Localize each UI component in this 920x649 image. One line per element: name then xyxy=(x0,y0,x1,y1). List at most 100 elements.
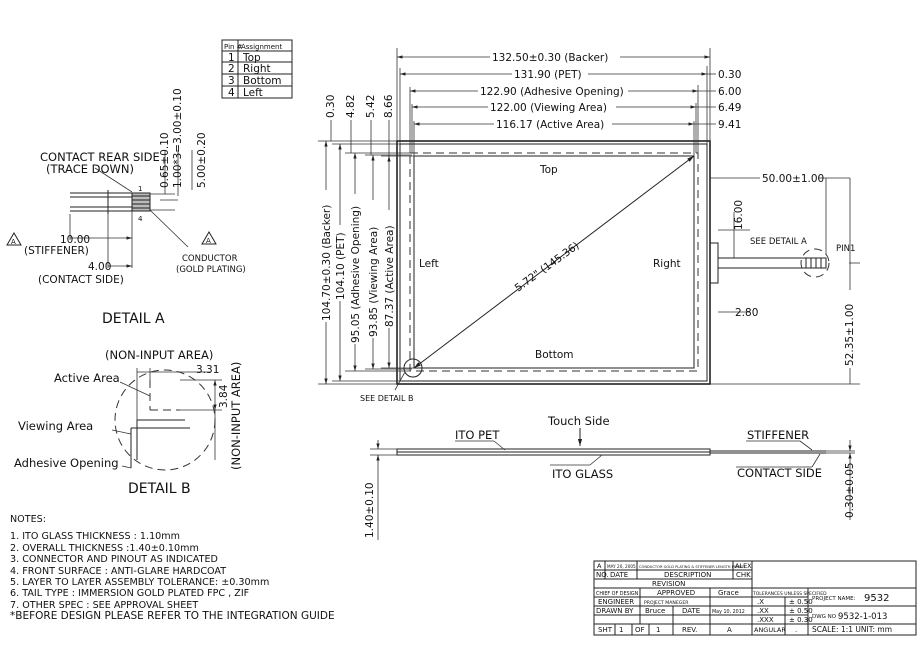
flag-a: A xyxy=(206,237,211,245)
adhesive-opening-label: Adhesive Opening xyxy=(14,456,119,470)
gold-plating-label: (GOLD PLATING) xyxy=(176,265,246,275)
note-item: 3. CONNECTOR AND PINOUT AS INDICATED xyxy=(10,554,218,566)
tail-offset: 2.80 xyxy=(735,307,758,319)
detail-a-dim: 1.00*3=3.00±0.10 xyxy=(172,88,184,188)
pin-table-cell: Top xyxy=(242,52,261,64)
project-manager-label: PROJECT MANEGER xyxy=(644,600,689,606)
contact-side-label: (CONTACT SIDE) xyxy=(38,274,124,286)
dim-adhesive-height: 95.05 (Adhesive Opening) xyxy=(350,206,362,343)
tail-position: 52.35±1.00 xyxy=(844,304,856,366)
dwg-no-label: DWG NO : xyxy=(812,614,840,620)
pin-table-cell: 4 xyxy=(228,87,235,99)
tol-key: .XX xyxy=(757,607,769,615)
pin-table-cell: Right xyxy=(243,63,271,75)
angular-label: ANGULAR xyxy=(754,626,786,634)
note-item: *BEFORE DESIGN PLEASE REFER TO THE INTEG… xyxy=(10,610,335,623)
stiffener-side-label: STIFFENER xyxy=(747,428,809,442)
offset-top: 4.82 xyxy=(345,95,357,118)
note-item: 2. OVERALL THICKNESS :1.40±0.10mm xyxy=(10,542,199,554)
offset-right: 6.00 xyxy=(718,86,741,98)
dim-active-height: 87.37 (Active Area) xyxy=(384,225,396,327)
viewing-area-label: Viewing Area xyxy=(18,419,93,433)
pin-table: Pin # Assignment 1 Top 2 Right 3 Bottom … xyxy=(221,39,293,99)
conductor-label: CONDUCTOR xyxy=(182,254,238,264)
dim-active-width: 116.17 (Active Area) xyxy=(496,119,604,131)
dim-pet-height: 104.10 (PET) xyxy=(335,232,347,300)
contact-dim: 4.00 xyxy=(88,261,111,273)
drawer-name: Bruce xyxy=(645,607,665,615)
pin-table-cell: 1 xyxy=(228,52,235,64)
detail-b-dim: 3.31 xyxy=(196,364,219,376)
detail-b-drawing xyxy=(111,368,222,471)
pin1-label: PIN1 xyxy=(836,244,855,254)
tail-length: 50.00±1.00 xyxy=(762,173,824,185)
sht-label: SHT xyxy=(598,626,613,634)
rev-value: A xyxy=(727,626,732,634)
tol-value: ± 0.50 xyxy=(789,607,813,615)
tol-value: ± 0.30 xyxy=(789,616,813,624)
of-number: 1 xyxy=(656,626,660,634)
rev-label: REV. xyxy=(682,626,697,634)
detail-a-drawing xyxy=(6,150,217,268)
detail-a-pin4: 4 xyxy=(138,215,143,223)
pin-table-cell: 2 xyxy=(228,63,235,75)
note-item: 7. OTHER SPEC : SEE APPROVAL SHEET xyxy=(10,599,199,611)
thickness-dim: 1.40±0.10 xyxy=(364,482,376,538)
non-input-area-label: (NON-INPUT AREA) xyxy=(105,348,213,362)
col-no: NO. xyxy=(596,571,609,579)
note-item: 1. ITO GLASS THICKNESS : 1.10mm xyxy=(10,531,180,543)
see-detail-b-label: SEE DETAIL B xyxy=(360,394,414,403)
dim-viewing-width: 122.00 (Viewing Area) xyxy=(490,102,607,114)
sht-number: 1 xyxy=(619,626,623,634)
pin-table-header-assignment: Assignment xyxy=(241,43,282,51)
contact-rear-label: CONTACT REAR SIDE xyxy=(40,150,160,164)
side-view-drawing xyxy=(370,428,855,540)
edge-label-right: Right xyxy=(653,258,681,270)
tolerances-label: TOLERANCES UNLESS SPECIFIED xyxy=(752,591,827,597)
stiffener-label: (STIFFENER) xyxy=(24,245,89,257)
pin-table-cell: Bottom xyxy=(243,75,282,87)
note-item: 4. FRONT SURFACE : ANTI-GLARE HARDCOAT xyxy=(10,565,227,577)
rev-by: ALEX xyxy=(735,562,752,570)
flag-a: A xyxy=(11,238,16,246)
tol-key: .XXX xyxy=(757,616,774,624)
pin-table-cell: 3 xyxy=(228,75,235,87)
diagonal-label: 5.72" (145.36) xyxy=(513,240,582,295)
col-date: DATE xyxy=(610,571,628,579)
project-name: 9532 xyxy=(864,593,889,604)
detail-a-dim: 5.00±0.20 xyxy=(196,132,208,188)
dwg-no: 9532-1-013 xyxy=(838,612,887,622)
pin-table-cell: Left xyxy=(243,87,263,99)
approver-name: Grace xyxy=(718,589,739,597)
note-item: 6. TAIL TYPE : IMMERSION GOLD PLATED FPC… xyxy=(10,588,250,600)
see-detail-a-label: SEE DETAIL A xyxy=(750,237,807,247)
detail-a-title: DETAIL A xyxy=(102,311,165,327)
tail-width: 16.00 xyxy=(733,200,745,230)
dim-adhesive-width: 122.90 (Adhesive Opening) xyxy=(480,86,624,98)
tol-key: .X xyxy=(757,598,764,606)
drawn-by-label: DRAWN BY xyxy=(596,607,634,615)
non-input-area-vertical: (NON-INPUT AREA) xyxy=(229,362,243,470)
date2-label: DATE xyxy=(682,607,700,615)
project-name-label: PROJECT NAME: xyxy=(812,596,856,602)
dim-backer-width: 132.50±0.30 (Backer) xyxy=(492,52,608,64)
ito-glass-label: ITO GLASS xyxy=(552,467,613,481)
note-item: 5. LAYER TO LAYER ASSEMBLY TOLERANCE: ±0… xyxy=(10,577,270,589)
pin-table-header-pin: Pin # xyxy=(224,43,243,51)
notes-title: NOTES: xyxy=(10,514,46,525)
angular-value: . xyxy=(795,626,797,634)
edge-label-top: Top xyxy=(539,164,558,176)
edge-label-left: Left xyxy=(419,258,439,270)
dim-backer-height: 104.70±0.30 (Backer) xyxy=(321,205,333,321)
detail-b-title: DETAIL B xyxy=(128,481,191,497)
detail-a-pin1: 1 xyxy=(138,185,142,193)
edge-label-bottom: Bottom xyxy=(535,349,574,361)
dim-viewing-height: 93.85 (Viewing Area) xyxy=(368,227,380,337)
col-chk: CHK xyxy=(736,571,751,579)
stiffener-dim: 10.00 xyxy=(60,234,90,246)
offset-top: 0.30 xyxy=(325,95,337,118)
detail-a-dim: 0.65±0.10 xyxy=(159,132,171,188)
touch-side-label: Touch Side xyxy=(547,414,610,428)
contact-side-side-label: CONTACT SIDE xyxy=(737,466,822,480)
trace-down-label: (TRACE DOWN) xyxy=(46,162,134,176)
